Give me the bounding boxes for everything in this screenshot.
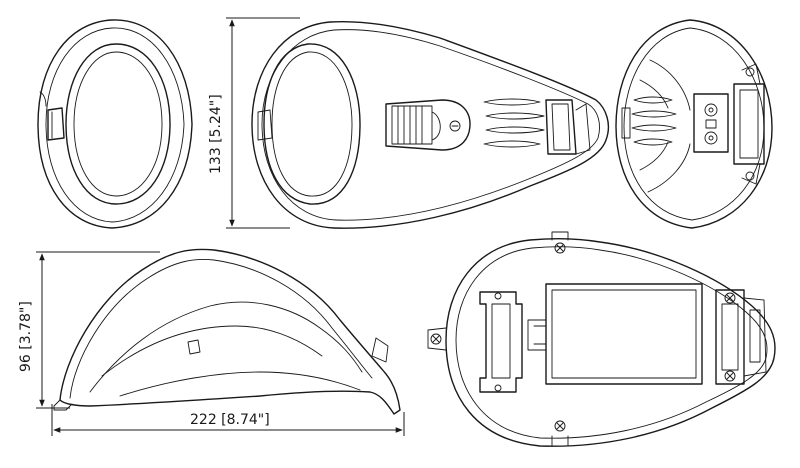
front-view [37,19,193,229]
depth-dimension: 96 [3.78"] [18,251,160,409]
side-view [251,20,610,229]
profile-view [53,248,401,415]
bottom-view [427,231,776,447]
height-dimension-label: 133 [5.24"] [208,94,224,174]
width-dimension: 222 [8.74"] [51,404,405,436]
depth-dimension-label: 96 [3.78"] [18,301,34,372]
height-dimension: 133 [5.24"] [208,17,300,229]
width-dimension-label: 222 [8.74"] [190,412,270,428]
rear-view [615,19,773,229]
